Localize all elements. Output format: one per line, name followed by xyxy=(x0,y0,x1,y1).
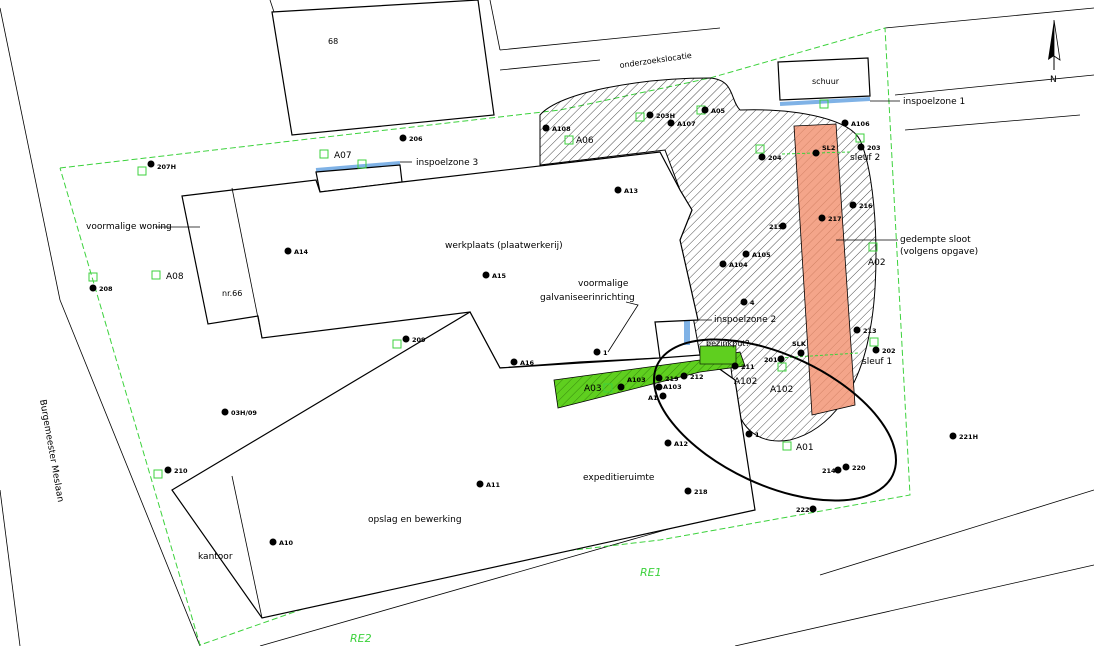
sloot-label-2: (volgens opgave) xyxy=(900,247,978,257)
inspoelzone-2-bar xyxy=(684,315,690,345)
contour-ellipse xyxy=(653,338,897,502)
site-label: onderzoekslocatie xyxy=(619,51,692,70)
bore-a102: A102 xyxy=(734,377,757,387)
opslag-label: opslag en bewerking xyxy=(368,515,462,525)
label-209: 209 xyxy=(412,336,426,344)
kantoor-label: kantoor xyxy=(198,552,233,562)
label-a108: A108 xyxy=(552,125,571,133)
label-220: 220 xyxy=(852,464,866,472)
label-1: 1 xyxy=(603,349,608,357)
label-a11: A11 xyxy=(486,481,501,489)
sleuf-1 xyxy=(779,352,859,359)
inspoelzone-1-bar xyxy=(779,97,871,106)
label-204: 204 xyxy=(768,154,782,162)
gedempte-sloot xyxy=(793,123,856,416)
building-68 xyxy=(271,0,495,136)
north-arrow-icon: N xyxy=(1048,19,1061,85)
inspoelzone-3-label: inspoelzone 3 xyxy=(416,158,478,168)
inspoelzone-1-label: inspoelzone 1 xyxy=(903,97,965,107)
inspoelzone-2-label: inspoelzone 2 xyxy=(714,315,776,325)
bore-a08: A08 xyxy=(166,272,184,282)
label-216: 216 xyxy=(859,202,873,210)
re1-label: RE1 xyxy=(640,566,662,579)
werkplaats-label: werkplaats (plaatwerkerij) xyxy=(445,241,563,251)
label-206: 206 xyxy=(409,135,423,143)
label-4: 4 xyxy=(750,299,755,307)
label-03h: 03H/09 xyxy=(231,409,257,417)
woning-label: voormalige woning xyxy=(86,222,172,232)
sleuf-2 xyxy=(781,151,851,155)
expeditie-label: expeditieruimte xyxy=(583,473,655,483)
label-214: 214 xyxy=(822,467,836,475)
label-212: 212 xyxy=(690,373,704,381)
label-222: 222 xyxy=(796,506,810,514)
bore-a01: A01 xyxy=(796,443,814,453)
label-a12: A12 xyxy=(674,440,688,448)
label-1b: 1 xyxy=(755,431,760,439)
bezinkput-label: bezinkput? xyxy=(706,339,750,348)
bezinkput xyxy=(699,345,737,365)
sloot-label: gedempte sloot xyxy=(900,235,971,245)
building-schuur xyxy=(777,57,871,101)
label-a15: A15 xyxy=(492,272,507,280)
label-sl2: SL2 xyxy=(822,144,835,152)
bore-a06: A06 xyxy=(576,136,594,146)
bore-a102b: A102 xyxy=(770,385,793,395)
contamination-area xyxy=(539,77,877,442)
label-a16: A16 xyxy=(520,359,535,367)
label-203: 203 xyxy=(867,144,881,152)
bore-points xyxy=(89,106,957,546)
label-217: 217 xyxy=(828,215,842,223)
sample-squares xyxy=(88,99,879,479)
label-a104: A104 xyxy=(729,261,748,269)
re2-label: RE2 xyxy=(350,632,372,645)
label-a13: A13 xyxy=(624,187,638,195)
label-213: 213 xyxy=(863,327,877,335)
label-218: 218 xyxy=(694,488,708,496)
galv-label-2: galvaniseerinrichting xyxy=(540,293,635,303)
label-211: 211 xyxy=(741,363,755,371)
building-68-label: 68 xyxy=(328,37,338,46)
label-a106: A106 xyxy=(851,120,870,128)
label-207h: 207H xyxy=(157,163,176,171)
label-a105: A105 xyxy=(752,251,771,259)
label-201: 201 xyxy=(764,356,778,364)
label-219: 219 xyxy=(665,375,679,383)
north-label: N xyxy=(1050,75,1057,85)
label-202: 202 xyxy=(882,347,896,355)
sleuf-2-label: sleuf 2 xyxy=(850,153,880,163)
bore-a03: A03 xyxy=(584,384,602,394)
label-203h: 203H xyxy=(656,112,675,120)
label-221h: 221H xyxy=(959,433,978,441)
label-a14: A14 xyxy=(294,248,309,256)
sleuf-1-label: sleuf 1 xyxy=(862,357,892,367)
label-215: 215 xyxy=(769,223,783,231)
schuur-label: schuur xyxy=(812,77,840,86)
label-208: 208 xyxy=(99,285,113,293)
label-a193: A103 xyxy=(627,376,646,384)
label-a05: A05 xyxy=(711,107,726,115)
galv-label-1: voormalige xyxy=(578,279,629,289)
bore-a02: A02 xyxy=(868,258,886,268)
nr66-label: nr.66 xyxy=(222,289,242,298)
label-a10: A10 xyxy=(279,539,294,547)
label-slk: SLK xyxy=(792,340,807,348)
bore-a07: A07 xyxy=(334,151,352,161)
label-a103: A103 xyxy=(663,383,682,391)
label-210: 210 xyxy=(174,467,188,475)
label-a107: A107 xyxy=(677,120,696,128)
street-label: Burgemeester Meslaan xyxy=(37,399,65,503)
building-opslag xyxy=(171,311,756,619)
label-a1: A1 xyxy=(648,394,658,402)
